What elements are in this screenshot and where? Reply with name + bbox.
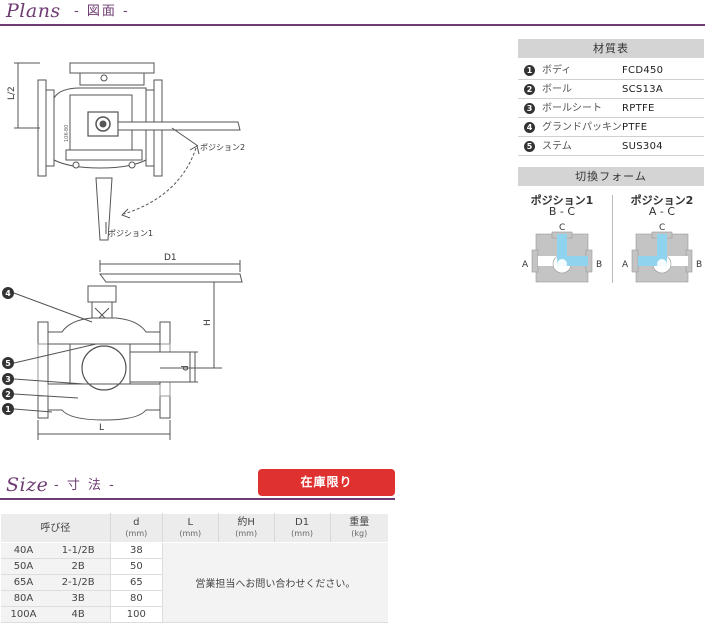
cell-size-b: 1-1/2B <box>46 542 111 559</box>
cell-size-a: 50A <box>0 558 47 575</box>
material-num: 1 <box>524 65 535 76</box>
position2-label: ポジション2 <box>200 143 245 152</box>
header-l: L(mm) <box>161 513 219 543</box>
material-part: ボディ <box>542 65 572 76</box>
table-row: 65A 2-1/2B 65 <box>0 574 389 591</box>
table-row: 100A 4B 100 <box>0 606 389 623</box>
material-row: 2 ボール SCS13A <box>518 80 704 99</box>
cell-size-b: 2-1/2B <box>46 574 111 591</box>
cell-size-b: 3B <box>46 590 111 607</box>
cell-size-b: 2B <box>46 558 111 575</box>
table-row: 40A 1-1/2B 38 営業担当へお問い合わせください。 <box>0 542 388 623</box>
cell-d: 100 <box>110 606 163 623</box>
material-row: 1 ボディ FCD450 <box>518 61 704 80</box>
material-row: 3 ボールシート RPTFE <box>518 99 704 118</box>
cell-d: 50 <box>110 558 163 575</box>
port-b: B <box>696 260 702 270</box>
table-row: 80A 3B 80 <box>0 590 389 607</box>
cell-d: 38 <box>110 542 163 559</box>
cell-size-a: 100A <box>0 606 47 623</box>
callout-2: 2 <box>5 390 11 399</box>
materials-title: 材質表 <box>518 39 704 58</box>
material-part: グランドパッキン <box>542 122 622 133</box>
header-d: d(mm) <box>109 513 163 543</box>
position1-diagram: A B C <box>522 223 602 283</box>
callout-4: 4 <box>5 289 11 298</box>
header-d1: D1(mm) <box>273 513 331 543</box>
section-view <box>13 260 243 440</box>
header-nominal: 呼び径 <box>0 513 111 543</box>
position1-flow: B - C <box>548 205 576 218</box>
material-value: SUS304 <box>622 141 663 152</box>
port-b: B <box>596 260 602 270</box>
material-num: 3 <box>524 103 535 114</box>
material-part: ボールシート <box>542 103 602 114</box>
callout-5: 5 <box>5 359 11 368</box>
material-row: 5 ステム SUS304 <box>518 137 704 156</box>
callout-1: 1 <box>5 405 11 414</box>
port-c: C <box>659 223 665 233</box>
size-subtitle: - 寸 法 - <box>54 478 116 493</box>
position2-flow: A - C <box>648 205 676 218</box>
top-view <box>14 62 241 241</box>
size-table: 呼び径 d(mm) L(mm) 約H(mm) D1(mm) 重量(kg) 40A… <box>0 513 388 623</box>
header-h: 約H(mm) <box>217 513 275 543</box>
dim-h: H <box>203 319 213 326</box>
dim-half-l: L/2 <box>7 86 17 100</box>
position-divider <box>612 195 613 283</box>
cell-size-a: 80A <box>0 590 47 607</box>
body-mark: 10K-80 <box>64 125 70 142</box>
header-weight: 重量(kg) <box>329 513 388 543</box>
position2-diagram: A B C <box>622 223 702 283</box>
cell-size-b: 4B <box>46 606 111 623</box>
switching-title: 切換フォーム <box>518 167 704 186</box>
material-value: FCD450 <box>622 65 664 76</box>
size-heading: Size - 寸 法 - <box>0 474 395 500</box>
material-num: 2 <box>524 84 535 95</box>
plans-title: Plans <box>6 0 61 22</box>
position1-title: ポジション1 <box>530 194 594 207</box>
material-value: PTFE <box>622 122 648 133</box>
size-title: Size <box>6 474 49 496</box>
valve-drawing: L/2 10K-80 ポジション2 ポジション1 D1 H d L 4 5 3 … <box>2 62 245 440</box>
plans-subtitle: - 図面 - <box>74 4 130 19</box>
cell-size-a: 65A <box>0 574 47 591</box>
position1-label: ポジション1 <box>108 229 153 238</box>
dim-l: L <box>99 423 104 433</box>
material-num: 5 <box>524 141 535 152</box>
material-part: ボール <box>542 84 572 95</box>
table-row: 50A 2B 50 <box>0 558 389 575</box>
stock-limited-badge: 在庫限り <box>258 469 395 496</box>
cell-d: 65 <box>110 574 163 591</box>
cell-d: 80 <box>110 590 163 607</box>
dim-d: d <box>181 365 191 371</box>
plans-heading: Plans - 図面 - <box>0 0 705 26</box>
material-num: 4 <box>524 122 535 133</box>
contact-note: 営業担当へお問い合わせください。 <box>162 542 388 623</box>
table-header-row: 呼び径 d(mm) L(mm) 約H(mm) D1(mm) 重量(kg) <box>0 513 388 543</box>
port-a: A <box>622 260 629 270</box>
callout-3: 3 <box>5 375 11 384</box>
material-row: 4 グランドパッキン PTFE <box>518 118 704 137</box>
dim-d1: D1 <box>164 253 177 263</box>
cell-size-a: 40A <box>0 542 47 559</box>
port-c: C <box>559 223 565 233</box>
material-value: RPTFE <box>622 103 655 114</box>
port-a: A <box>522 260 529 270</box>
position2-title: ポジション2 <box>630 194 694 207</box>
material-part: ステム <box>542 141 572 152</box>
material-value: SCS13A <box>622 84 664 95</box>
